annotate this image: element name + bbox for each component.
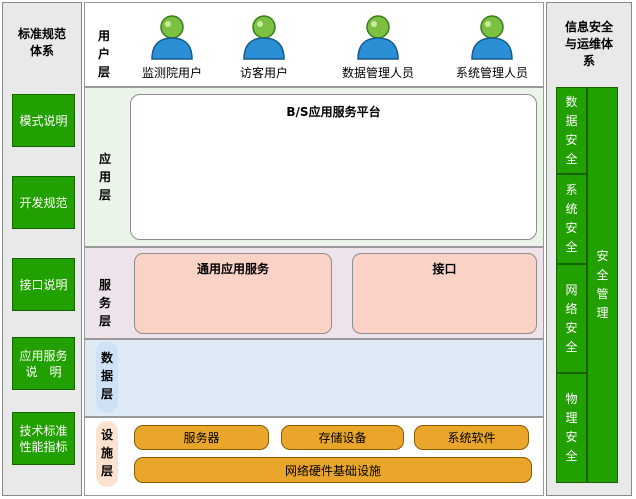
user-label: 系统管理人员 <box>455 66 528 80</box>
data-security-cell[interactable]: 数 据 安 全 <box>556 87 587 174</box>
security-title: 信息安全 与运维体 系 <box>564 20 613 68</box>
interface-description-button[interactable]: 接口说明 <box>12 258 75 311</box>
user-system-admin[interactable]: 系统管理人员 <box>447 14 537 81</box>
user-visitor[interactable]: 访客用户 <box>219 14 309 81</box>
dev-spec-button[interactable]: 开发规范 <box>12 176 75 229</box>
server-pill[interactable]: 服务器 <box>134 425 269 450</box>
tech-standard-button[interactable]: 技术标准 性能指标 <box>12 412 75 465</box>
user-monitor[interactable]: 监测院用户 <box>127 14 217 81</box>
user-icon <box>354 14 402 60</box>
user-icon <box>468 14 516 60</box>
user-label: 监测院用户 <box>141 66 202 80</box>
infra-layer-tag <box>96 421 118 487</box>
user-icon <box>148 14 196 60</box>
interface-title: 接口 <box>432 262 457 276</box>
system-security-cell[interactable]: 系 统 安 全 <box>556 174 587 264</box>
app-service-description-button[interactable]: 应用服务 说 明 <box>12 337 75 390</box>
mode-description-button[interactable]: 模式说明 <box>12 94 75 147</box>
data-layer-tag <box>96 341 118 413</box>
system-software-pill[interactable]: 系统软件 <box>414 425 529 450</box>
standards-title: 标准规范 体系 <box>17 27 66 58</box>
bs-platform-title: B/S应用服务平台 <box>286 105 381 119</box>
service-layer-label: 服 务 层 <box>98 278 111 328</box>
user-label: 数据管理人员 <box>341 66 414 80</box>
general-service-box[interactable]: 通用应用服务 <box>134 253 332 334</box>
network-security-cell[interactable]: 网 络 安 全 <box>556 264 587 373</box>
physical-security-cell[interactable]: 物 理 安 全 <box>556 373 587 483</box>
data-layer <box>84 339 544 417</box>
user-label: 访客用户 <box>239 66 288 80</box>
security-management-cell[interactable]: 安 全 管 理 <box>587 87 618 483</box>
user-icon <box>240 14 288 60</box>
interface-box[interactable]: 接口 <box>352 253 537 334</box>
data-layer-label: 数 据 层 <box>100 351 113 401</box>
app-layer-label: 应 用 层 <box>98 152 111 202</box>
network-infra-pill[interactable]: 网络硬件基础设施 <box>134 457 532 483</box>
infra-layer-label: 设 施 层 <box>100 428 113 478</box>
user-data-admin[interactable]: 数据管理人员 <box>333 14 423 81</box>
general-service-title: 通用应用服务 <box>196 262 269 276</box>
storage-pill[interactable]: 存储设备 <box>281 425 404 450</box>
user-layer-label: 用 户 层 <box>97 29 110 79</box>
bs-platform-box[interactable]: B/S应用服务平台 <box>130 94 537 240</box>
